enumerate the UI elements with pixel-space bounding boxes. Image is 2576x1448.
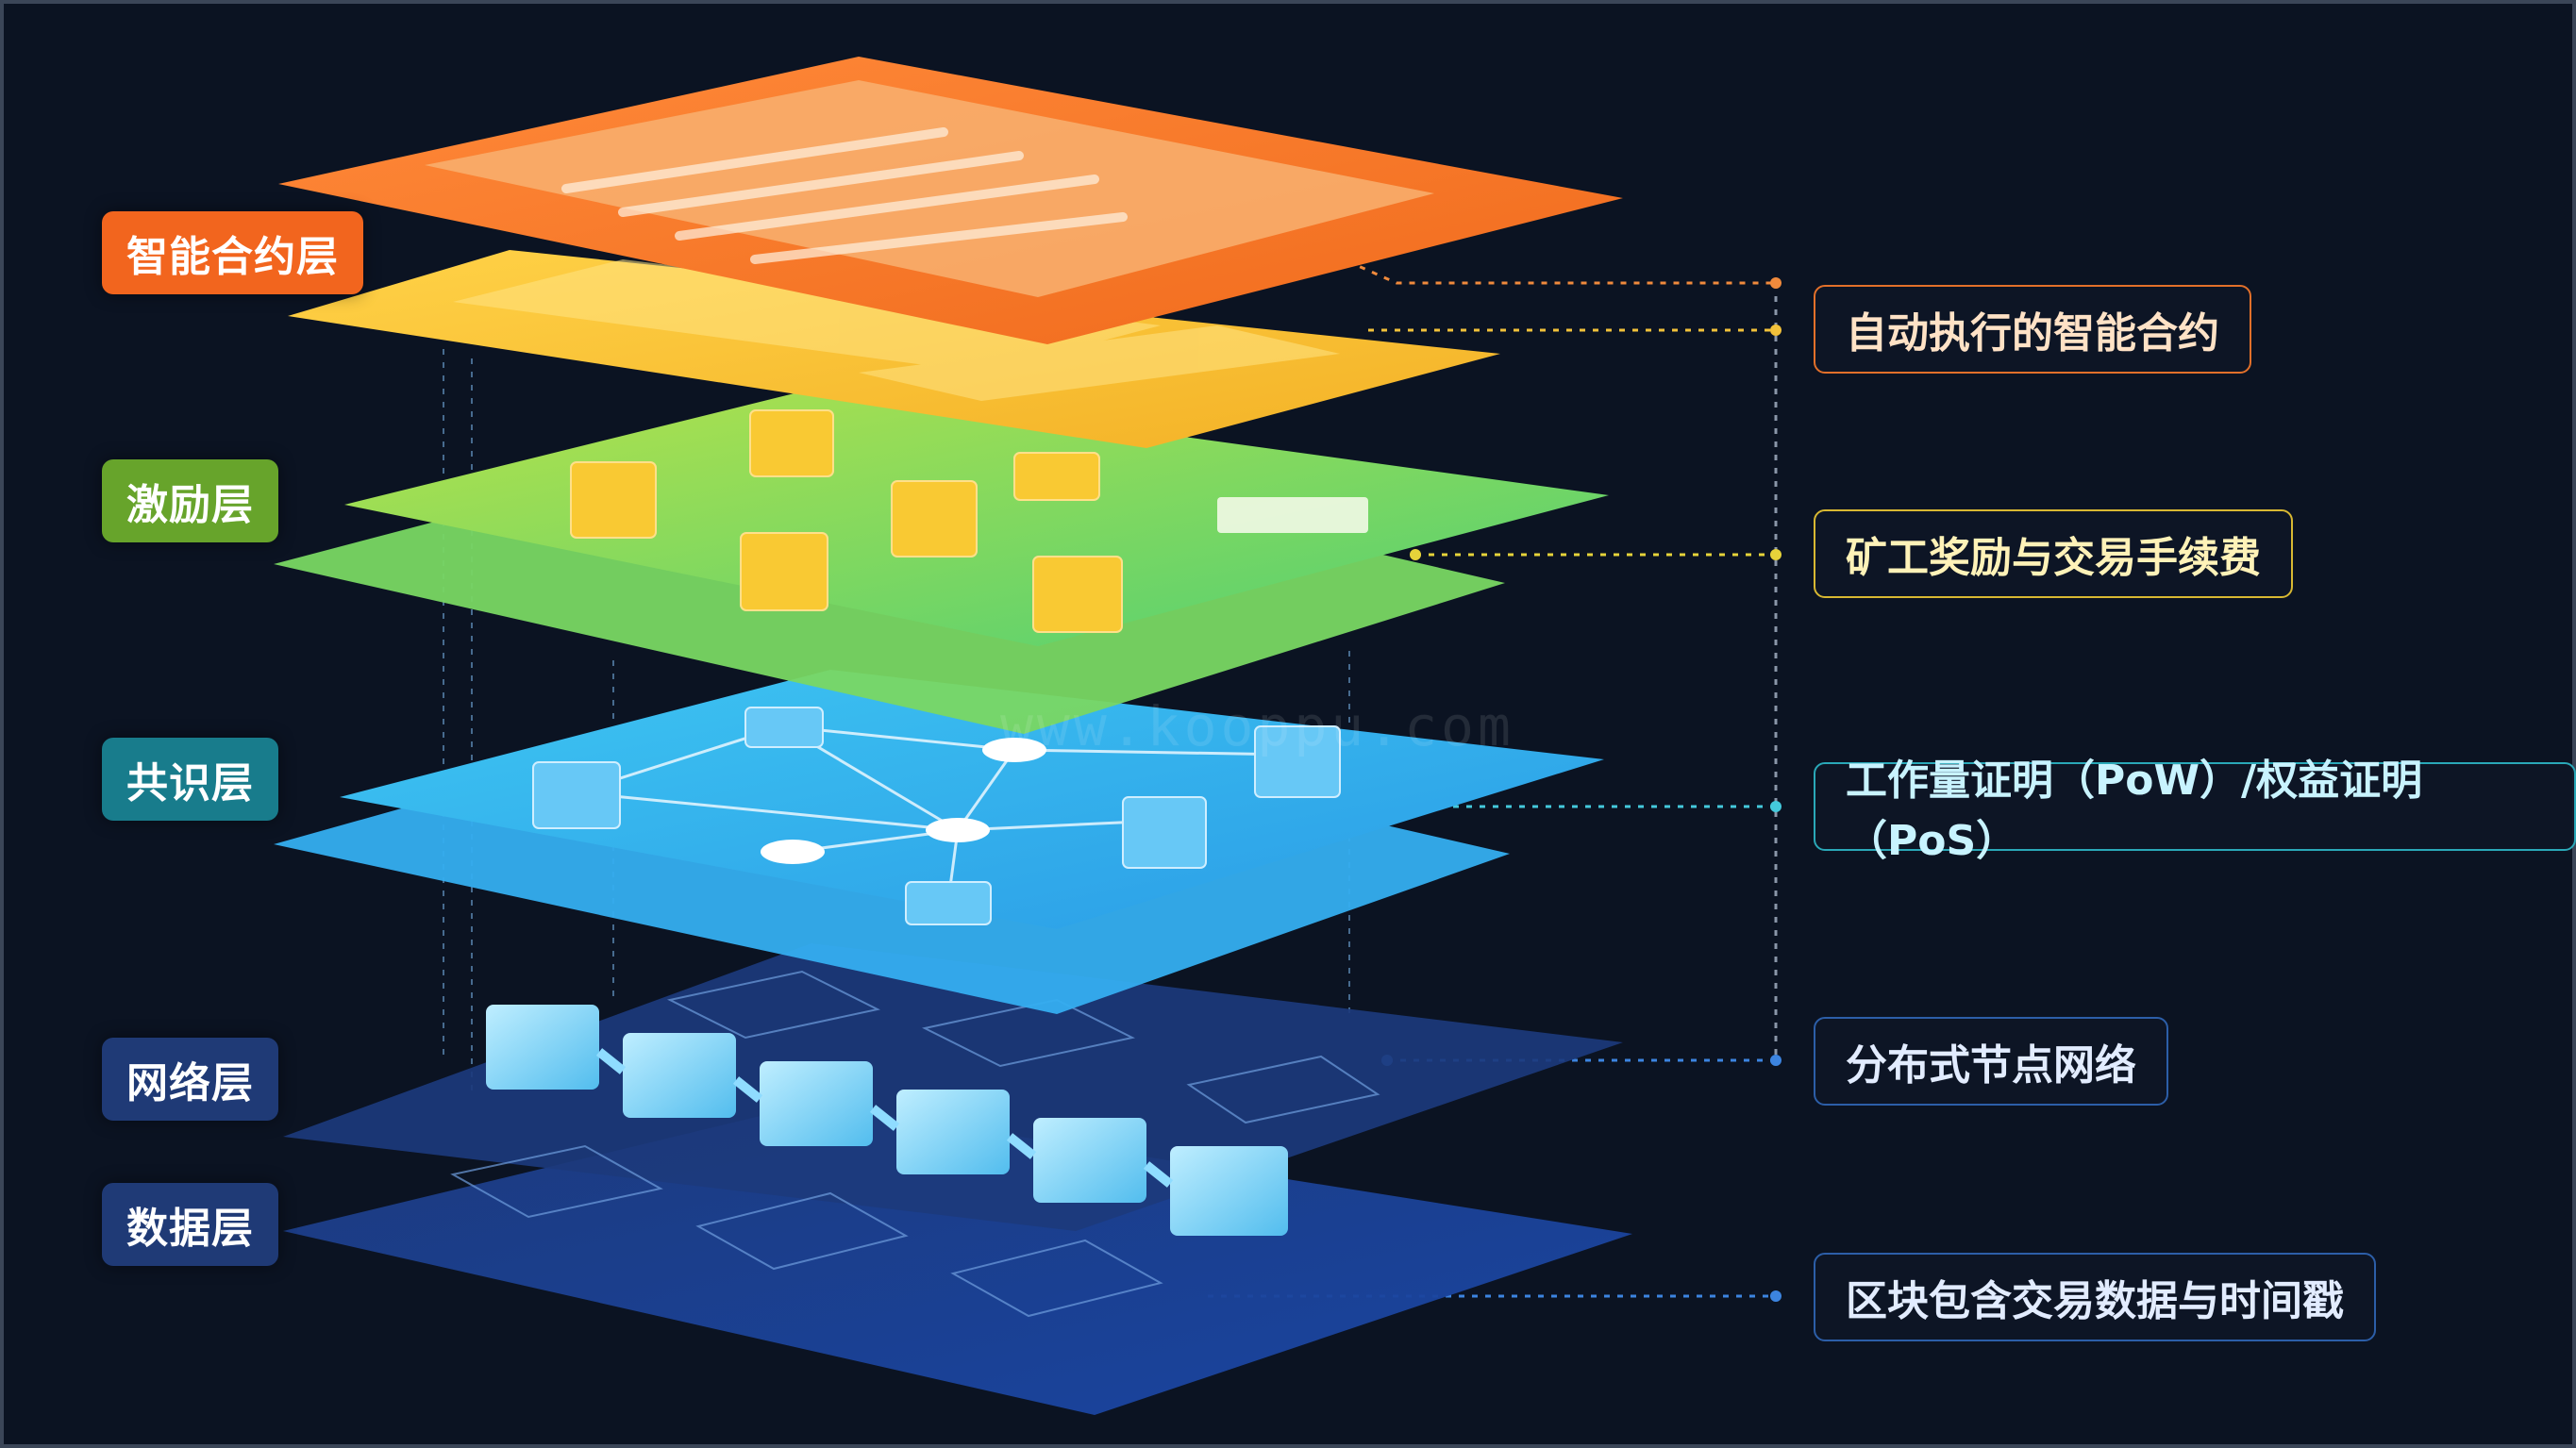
label-incentive-layer: 激励层 [102, 459, 278, 542]
contract-code-lines [561, 127, 1128, 264]
desc-incentive: 矿工奖励与交易手续费 [1814, 509, 2293, 598]
desc-smart-contract: 自动执行的智能合约 [1814, 285, 2251, 374]
label-smart-contract-layer: 智能合约层 [102, 211, 363, 294]
contract-yellow-panels [453, 259, 1340, 401]
label-consensus-layer: 共识层 [102, 738, 278, 821]
network-layer-plane [283, 943, 1623, 1231]
data-layer-plane [283, 1104, 1632, 1415]
blockchain-cubes [486, 1005, 1288, 1236]
label-network-layer: 网络层 [102, 1038, 278, 1121]
watermark-text: www.kooppu.com [1000, 694, 1514, 758]
contract-code-panel [425, 80, 1434, 297]
data-block-outlines [450, 970, 1380, 1318]
consensus-node-graph [532, 707, 1341, 925]
desc-network: 分布式节点网络 [1814, 1017, 2168, 1106]
label-data-layer: 数据层 [102, 1183, 278, 1266]
desc-data: 区块包含交易数据与时间戳 [1814, 1253, 2376, 1341]
incentive-reward-boxes [570, 409, 1368, 633]
desc-consensus: 工作量证明（PoW）/权益证明（PoS） [1814, 757, 2576, 865]
